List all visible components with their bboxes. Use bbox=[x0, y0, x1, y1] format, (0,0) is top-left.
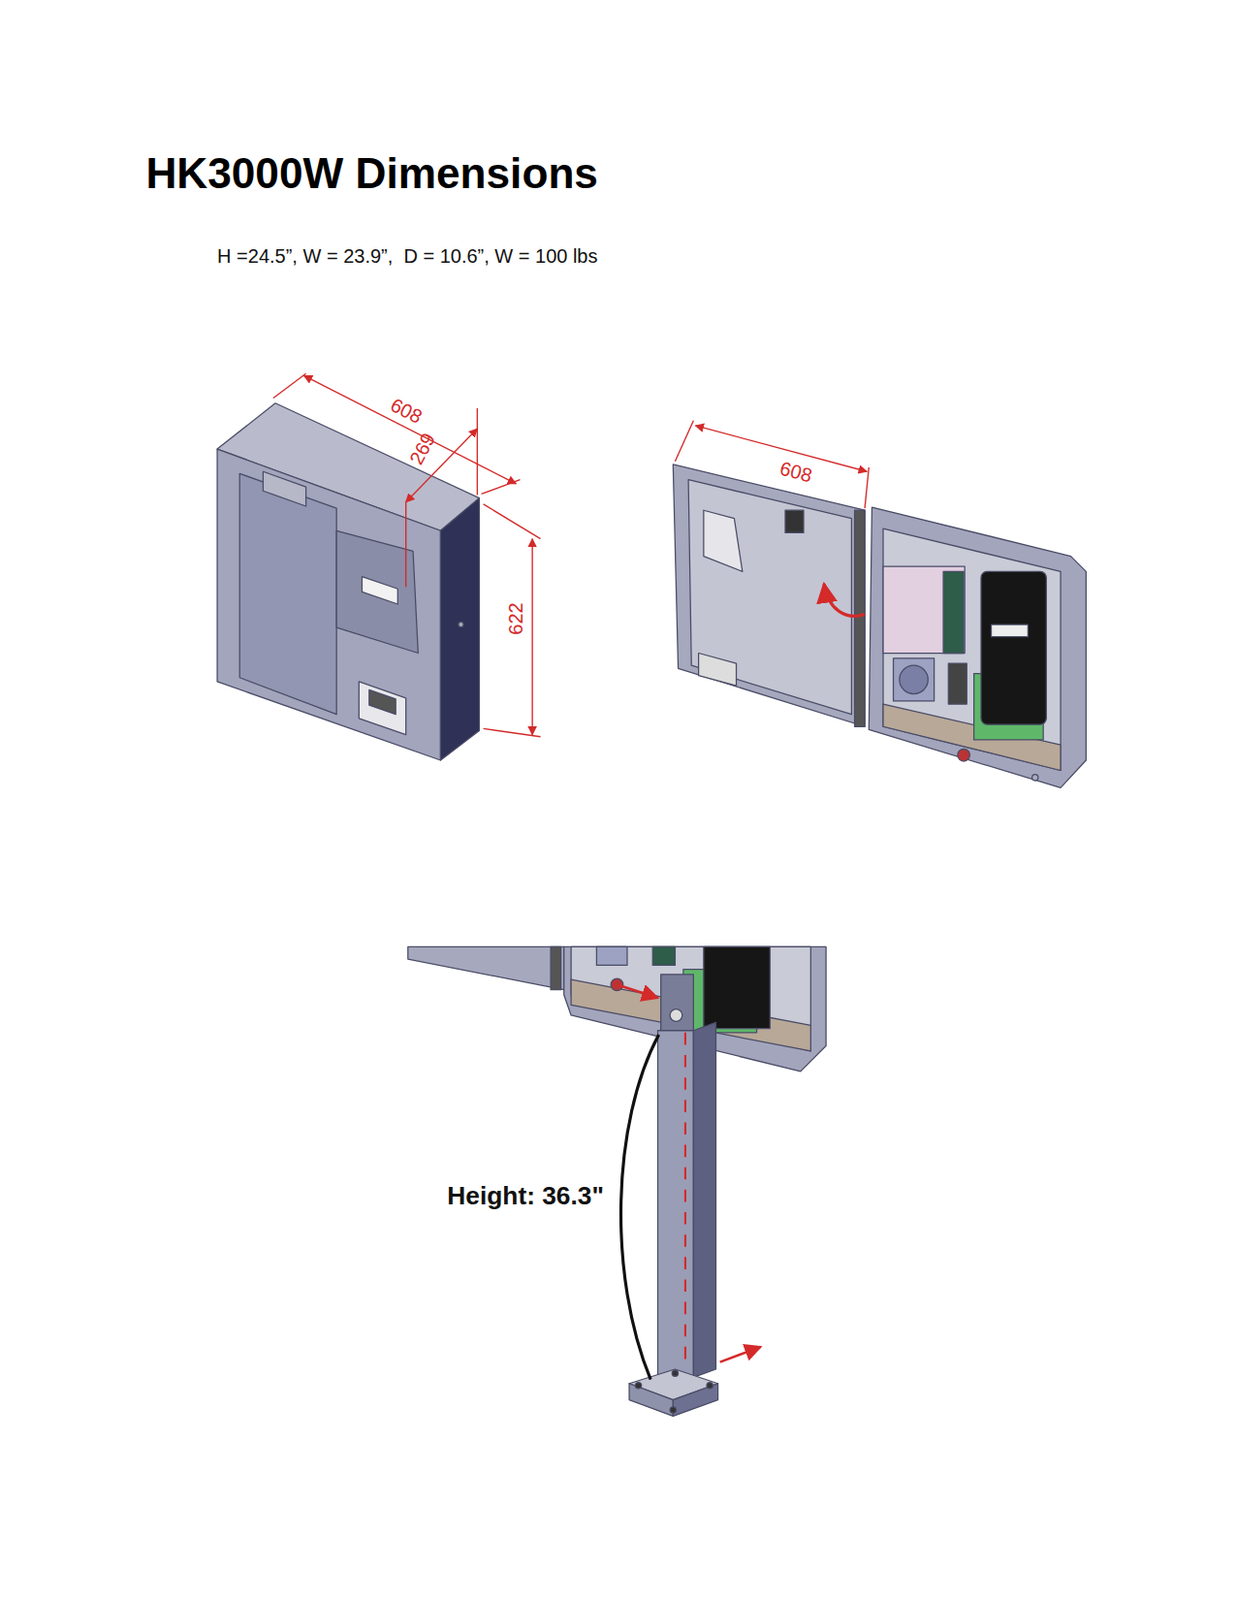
height-curve bbox=[620, 1034, 659, 1380]
dimension-value: 608 bbox=[776, 457, 814, 488]
center-line bbox=[684, 1032, 687, 1367]
spec-line: H =24.5”, W = 23.9”, D = 10.6”, W = 100 … bbox=[217, 245, 598, 268]
red-arrow bbox=[720, 1346, 761, 1363]
page-title: HK3000W Dimensions bbox=[145, 148, 599, 198]
swing-arrow bbox=[824, 583, 865, 616]
open-cabinet bbox=[672, 464, 1086, 788]
red-arrow bbox=[616, 983, 658, 998]
closed-cabinet bbox=[217, 403, 479, 761]
post-mount bbox=[408, 946, 826, 1416]
dimension-lines bbox=[273, 373, 541, 737]
dimension-value: 608 bbox=[386, 393, 426, 429]
height-label: Height: 36.3" bbox=[444, 1180, 606, 1210]
dimension-lines-2 bbox=[674, 420, 869, 508]
dimension-value: 622 bbox=[505, 602, 528, 634]
dimension-value: 269 bbox=[405, 429, 441, 469]
